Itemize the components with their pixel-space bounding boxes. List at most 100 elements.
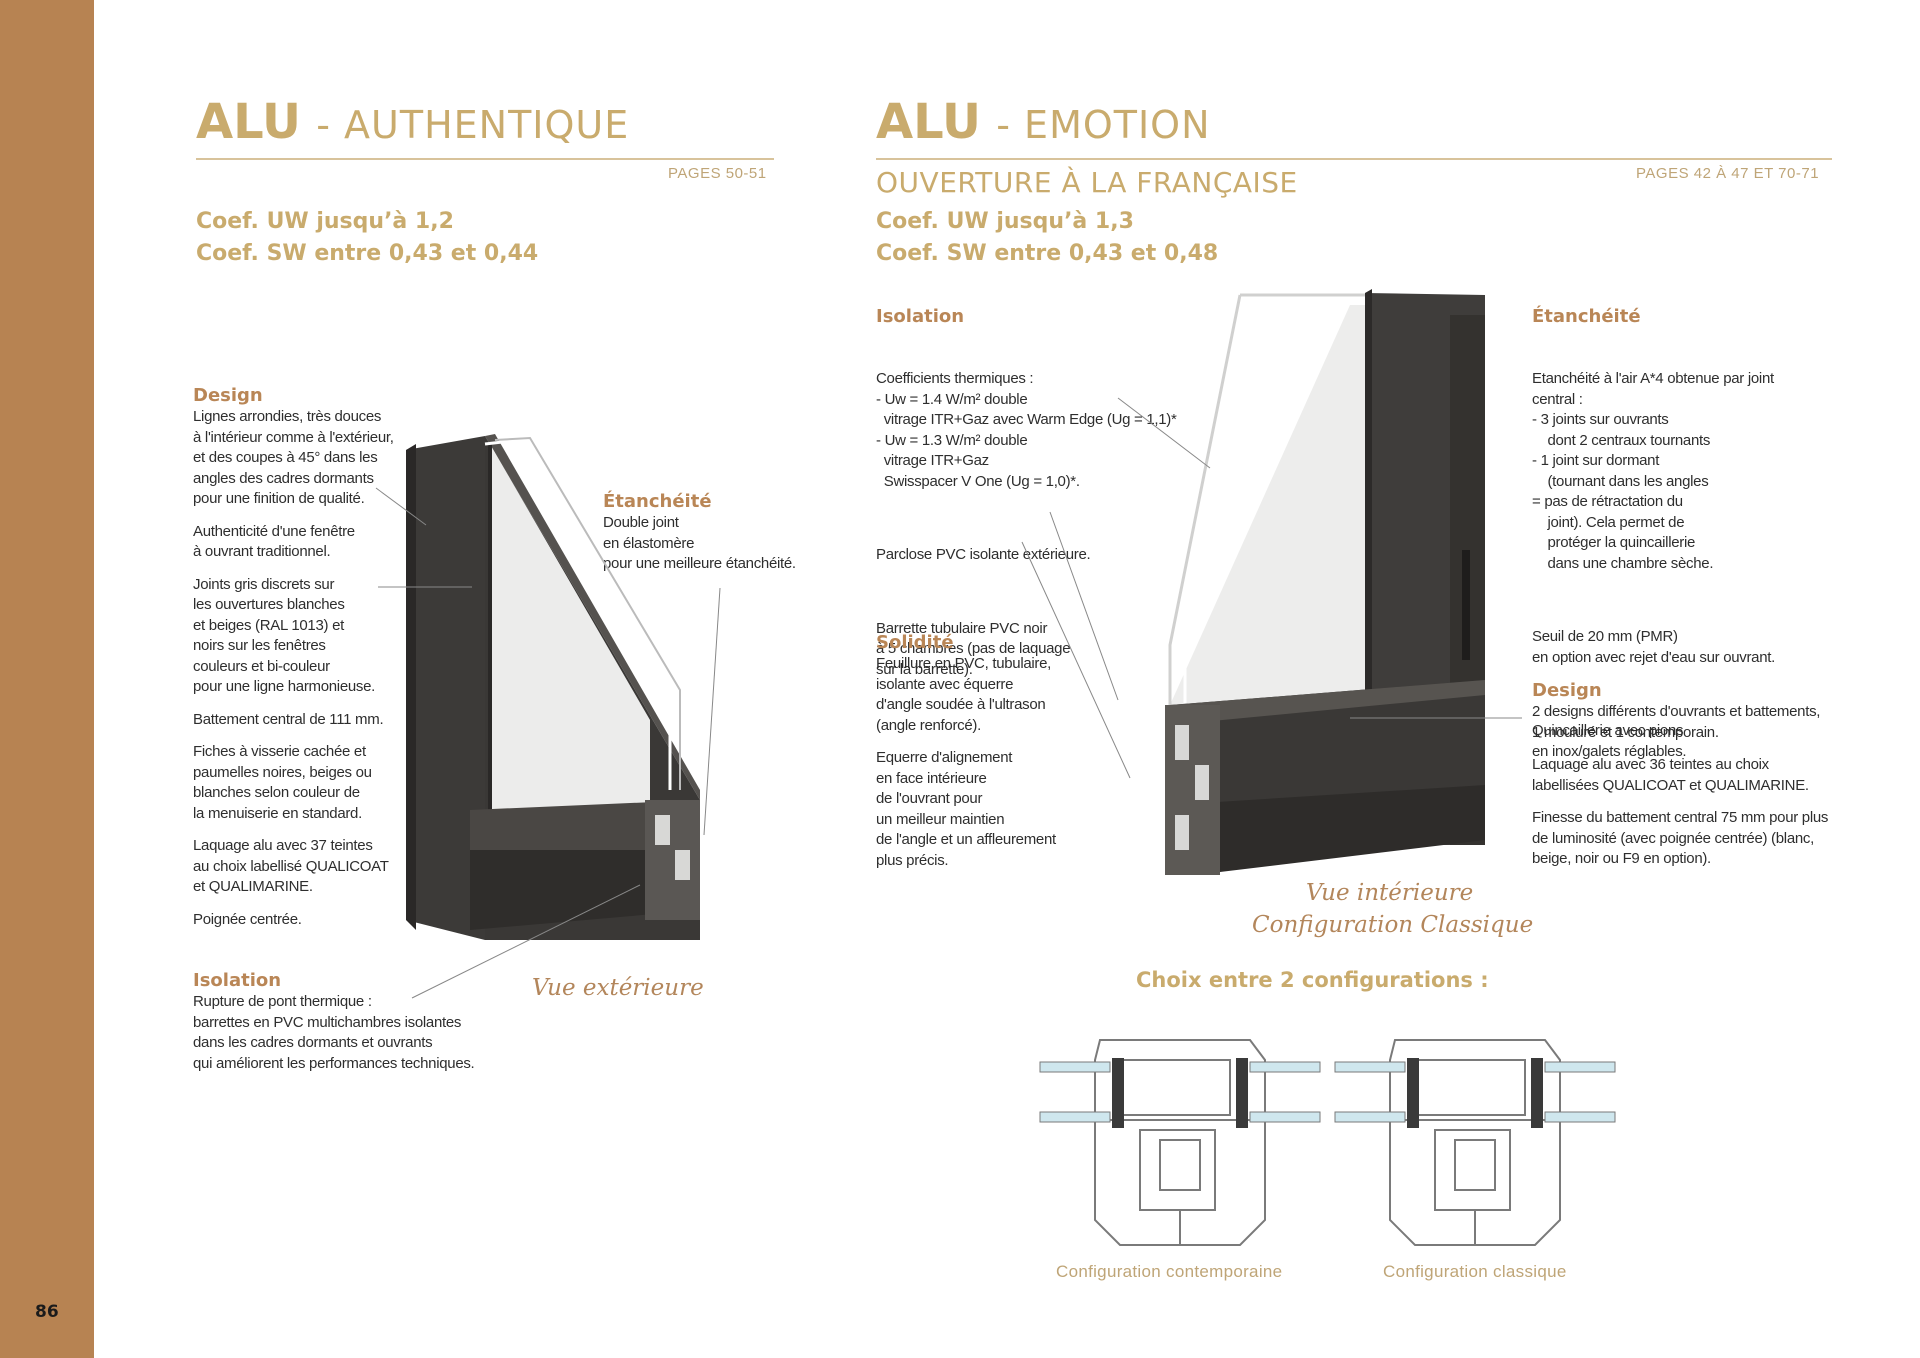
text-line: 1 mouluré et 1 contemporain. xyxy=(1532,723,1719,741)
text-line: sur la barrette). xyxy=(876,660,973,678)
right-caption-line2: Configuration Classique xyxy=(1252,912,1534,938)
right-solidite-heading: Solidité xyxy=(876,632,954,653)
sill-bevel xyxy=(1170,680,1485,725)
text-line: plus précis. xyxy=(876,851,949,869)
leader-line xyxy=(1049,511,1119,701)
leader-line xyxy=(703,587,721,836)
text-line: et QUALIMARINE. xyxy=(193,878,313,895)
glass-edge xyxy=(1183,294,1257,705)
glass-edge xyxy=(1168,294,1242,705)
text-line: Quincaillerie avec pions xyxy=(1532,722,1684,739)
profile-chamber xyxy=(655,815,670,845)
window-handle xyxy=(1462,550,1470,660)
text-line: à 5 chambres (pas de laquage xyxy=(876,640,1071,657)
text-line: Laquage alu avec 37 teintes xyxy=(193,837,373,854)
text-line: isolante avec équerre xyxy=(876,675,1014,693)
glass-pane xyxy=(1170,305,1365,705)
frame-edge xyxy=(406,444,416,930)
frame-bevel xyxy=(485,434,700,800)
gasket xyxy=(1112,1058,1124,1128)
text-line: les ouvertures blanches xyxy=(193,596,345,613)
text-line: Barrette tubulaire PVC noir xyxy=(876,619,1048,637)
text-line: angles des cadres dormants xyxy=(193,469,374,487)
hardware-inner xyxy=(1159,1139,1201,1191)
text-line: Poignée centrée. xyxy=(193,910,302,928)
text-line: joint). Cela permet de xyxy=(1532,513,1685,531)
text-line: au choix labellisé QUALICOAT xyxy=(193,857,389,875)
left-title: ALU - AUTHENTIQUE xyxy=(196,96,629,151)
leader-line xyxy=(1021,541,1131,779)
left-caption: Vue extérieure xyxy=(532,975,704,1001)
text-line: en élastomère xyxy=(603,534,695,552)
left-title-bold: ALU xyxy=(196,94,301,150)
text-line: dans une chambre sèche. xyxy=(1532,554,1714,572)
text-line: dans les cadres dormants et ouvrants xyxy=(193,1034,433,1051)
right-title-bold: ALU xyxy=(876,94,981,150)
config-classique-label: Configuration classique xyxy=(1383,1262,1567,1281)
hardware-block xyxy=(1434,1129,1511,1211)
left-title-light: - AUTHENTIQUE xyxy=(316,103,630,147)
right-solidite-block: Solidité Feuillure en PVC, tubulaire, is… xyxy=(876,632,1056,883)
glass-left-bottom xyxy=(1039,1111,1111,1123)
text-line: Joints gris discrets sur xyxy=(193,575,335,593)
profile-chamber xyxy=(1195,765,1209,800)
right-window-illustration xyxy=(1165,289,1485,875)
glass-edge xyxy=(484,438,672,790)
text-line: Swisspacer V One (Ug = 1,0)*. xyxy=(876,472,1080,490)
leader-line xyxy=(411,884,641,999)
text-line: = pas de rétractation du xyxy=(1532,493,1683,510)
sill-base xyxy=(1170,785,1485,875)
text-line: de l'angle et un affleurement xyxy=(876,831,1056,848)
text-line: - 1 joint sur dormant xyxy=(1532,452,1660,469)
right-caption-line1: Vue intérieure xyxy=(1306,880,1474,906)
text-line: central : xyxy=(1532,390,1583,408)
text-line: pour une finition de qualité. xyxy=(193,490,365,507)
glass-right-bottom xyxy=(1249,1111,1321,1123)
sill-base xyxy=(470,850,700,930)
text-line: Etanchéité à l'air A*4 obtenue par joint xyxy=(1532,370,1774,387)
profile-chamber xyxy=(675,850,690,880)
text-line: Coefficients thermiques : xyxy=(876,370,1034,387)
right-coef-uw: Coef. UW jusqu’à 1,3 xyxy=(876,209,1134,234)
text-line: blanches selon couleur de xyxy=(193,784,360,801)
text-line: de luminosité (avec poignée centrée) (bl… xyxy=(1532,829,1814,847)
text-line: Equerre d'alignement xyxy=(876,749,1013,766)
text-line: (angle renforcé). xyxy=(876,716,981,734)
right-design-block: Design 2 designs différents d'ouvrants e… xyxy=(1532,680,1828,882)
left-isolation-block: Isolation Rupture de pont thermique : ba… xyxy=(193,970,475,1074)
left-coefficients: Coef. UW jusqu’à 1,2 Coef. SW entre 0,43… xyxy=(196,206,538,270)
glass-left-top xyxy=(1334,1061,1406,1073)
right-design-heading: Design xyxy=(1532,680,1602,701)
text-line: un meilleur maintien xyxy=(876,810,1005,828)
text-line: Rupture de pont thermique : xyxy=(193,993,372,1010)
right-title: ALU - EMOTION xyxy=(876,96,1211,151)
page-number: 86 xyxy=(35,1302,59,1322)
right-title-light: - EMOTION xyxy=(996,103,1211,147)
text-line: Parclose PVC isolante extérieure. xyxy=(876,546,1091,563)
right-coef-sw: Coef. SW entre 0,43 et 0,48 xyxy=(876,241,1219,266)
text-line: vitrage ITR+Gaz avec Warm Edge (Ug = 1,1… xyxy=(876,411,1177,428)
text-line: Lignes arrondies, très douces xyxy=(193,408,382,425)
right-etancheite-block: Étanchéité Etanchéité à l'air A*4 obtenu… xyxy=(1532,306,1775,815)
text-line: la menuiserie en standard. xyxy=(193,804,362,822)
text-line: et des coupes à 45° dans les xyxy=(193,449,378,466)
side-color-band xyxy=(0,0,94,1358)
text-line: couleurs et bi-couleur xyxy=(193,657,330,675)
right-isolation-block: Isolation Coefficients thermiques :- Uw … xyxy=(876,306,1177,733)
glass-right-bottom xyxy=(1544,1111,1616,1123)
glass-left-top xyxy=(1039,1061,1111,1073)
glass-right-top xyxy=(1544,1061,1616,1073)
config-contemporaine-label: Configuration contemporaine xyxy=(1056,1262,1283,1281)
text-line: d'angle soudée à l'ultrason xyxy=(876,696,1046,713)
left-etancheite-block: Étanchéité Double joint en élastomère po… xyxy=(603,491,796,575)
text-line: 2 designs différents d'ouvrants et batte… xyxy=(1532,703,1821,720)
profile-chamber xyxy=(1175,815,1189,850)
text-line: et beiges (RAL 1013) et xyxy=(193,616,344,634)
left-design-block: Design Lignes arrondies, très douces à l… xyxy=(193,385,394,942)
text-line: - Uw = 1.4 W/m² double xyxy=(876,390,1028,408)
text-line: Double joint xyxy=(603,514,679,531)
text-line: en option avec rejet d'eau sur ouvrant. xyxy=(1532,648,1775,666)
text-line: (tournant dans les angles xyxy=(1532,472,1709,490)
